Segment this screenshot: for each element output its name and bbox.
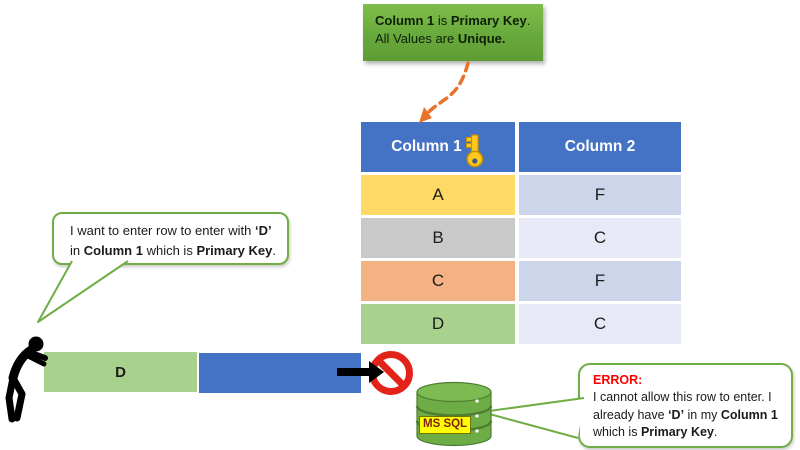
table-cell-r3c2: F xyxy=(519,261,681,301)
error-line-3: which is Primary Key. xyxy=(593,424,718,439)
table-cell-r1c2: F xyxy=(519,175,681,215)
user-bubble-line-2: in Column 1 which is Primary Key. xyxy=(70,242,276,258)
prohibition-icon xyxy=(369,351,413,395)
user-bubble-line-1: I want to enter row to enter with ‘D’ xyxy=(70,223,272,238)
callout-line-2: All Values are Unique. xyxy=(375,31,506,47)
right-bubble-tail xyxy=(481,397,585,439)
table-cell-r2c2: C xyxy=(519,218,681,258)
table-cell-r4c1: D xyxy=(361,304,515,344)
table-header-column1: Column 1 xyxy=(361,122,515,172)
data-table: Column 1 Column 2 A F B C C F D C xyxy=(361,122,681,344)
left-bubble-tail xyxy=(37,260,129,323)
person-icon xyxy=(5,336,48,423)
callout-line-1: Column 1 is Primary Key. xyxy=(375,13,531,28)
key-icon xyxy=(464,133,485,173)
table-cell-r4c2: C xyxy=(519,304,681,344)
inserted-row-col2-cell xyxy=(199,353,361,393)
error-label: ERROR: xyxy=(593,373,643,387)
database-icon xyxy=(415,381,493,447)
sql-error-bubble: ERROR: I cannot allow this row to enter.… xyxy=(578,363,793,448)
table-cell-r3c1: C xyxy=(361,261,515,301)
table-cell-r1c1: A xyxy=(361,175,515,215)
database-label: MS SQL xyxy=(419,416,472,434)
dashed-arrow-icon xyxy=(419,61,470,123)
user-speech-bubble: I want to enter row to enter with ‘D’ in… xyxy=(52,212,289,265)
column2-header-label: Column 2 xyxy=(564,138,636,155)
inserted-row-col1-cell: D xyxy=(44,352,197,392)
table-cell-r2c1: B xyxy=(361,218,515,258)
error-line-2: already have ‘D’ in my Column 1 xyxy=(593,407,778,422)
error-line-1: I cannot allow this row to enter. I xyxy=(593,390,772,405)
table-header-column2: Column 2 xyxy=(519,122,681,172)
column1-header-label: Column 1 xyxy=(391,138,462,155)
primary-key-callout: Column 1 is Primary Key. All Values are … xyxy=(363,4,543,61)
